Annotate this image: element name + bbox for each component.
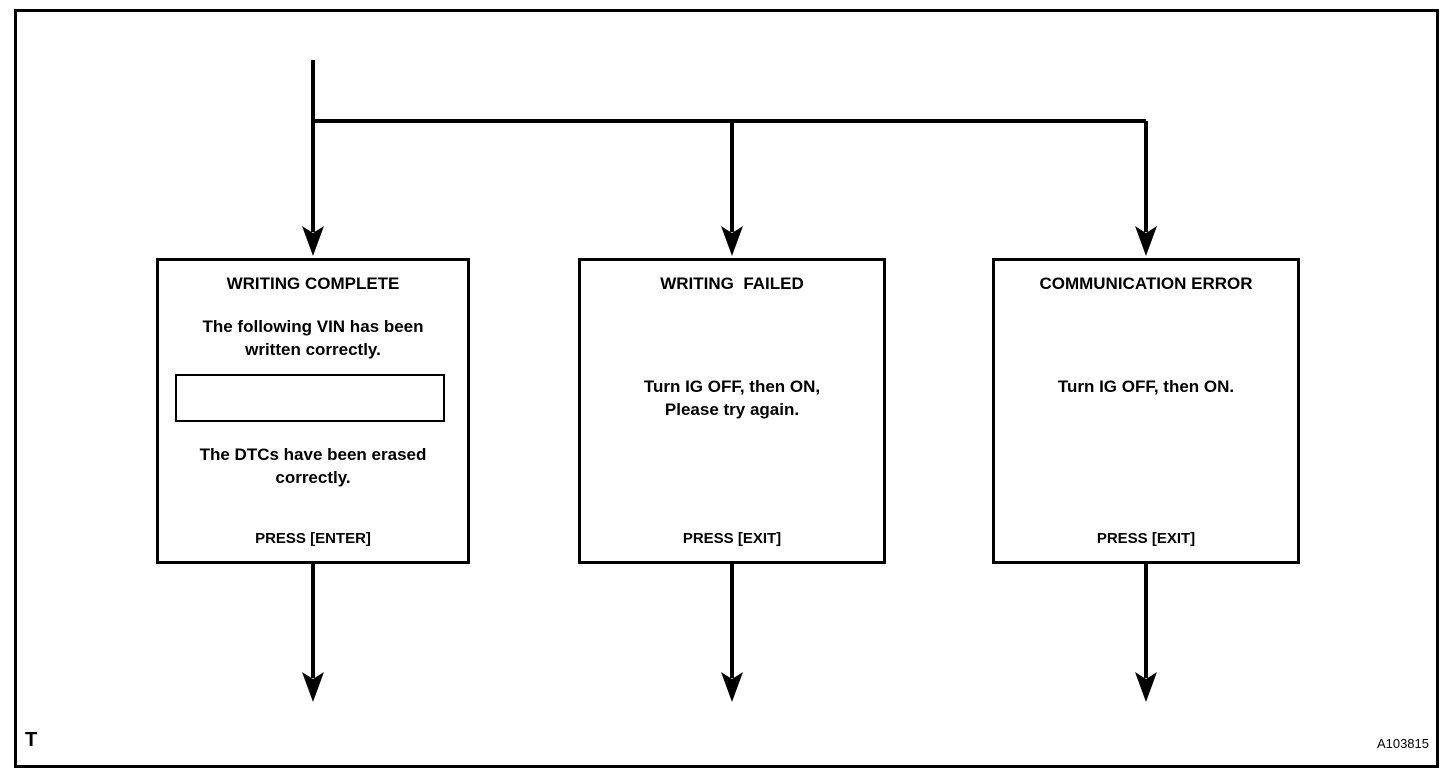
message-line: correctly. — [275, 468, 351, 487]
screen-box-writing-complete: WRITING COMPLETE The following VIN has b… — [156, 258, 470, 564]
box-message: Turn IG OFF, then ON. — [995, 375, 1297, 398]
vin-display-field — [175, 374, 445, 422]
arrowhead-into-writing-failed — [721, 226, 743, 256]
box-message: The DTCs have been erased correctly. — [159, 443, 467, 489]
arrowhead-into-writing-complete — [302, 226, 324, 256]
press-key-label: PRESS [EXIT] — [1096, 530, 1196, 547]
press-key-label: PRESS [EXIT] — [682, 530, 782, 547]
screen-box-writing-failed: WRITING FAILED Turn IG OFF, then ON, Ple… — [578, 258, 886, 564]
figure-border — [14, 9, 1439, 768]
message-line: Please try again. — [664, 400, 800, 419]
message-line: Turn IG OFF, then ON, — [643, 377, 821, 396]
box-title: WRITING FAILED — [660, 274, 804, 293]
box-title: COMMUNICATION ERROR — [1039, 274, 1253, 293]
press-key-label: PRESS [ENTER] — [255, 530, 371, 547]
arrowhead-into-communication-error — [1135, 226, 1157, 256]
screen-box-communication-error: COMMUNICATION ERROR Turn IG OFF, then ON… — [992, 258, 1300, 564]
box-message: Turn IG OFF, then ON, Please try again. — [581, 375, 883, 421]
page-corner-label: T — [25, 729, 38, 751]
message-line: The DTCs have been erased — [199, 445, 427, 464]
arrowhead-exit-writing-failed — [721, 672, 743, 702]
message-line: The following VIN has been — [202, 317, 424, 336]
arrowhead-exit-writing-complete — [302, 672, 324, 702]
arrowhead-exit-communication-error — [1135, 672, 1157, 702]
box-title: WRITING COMPLETE — [226, 274, 400, 293]
message-line: written correctly. — [245, 340, 381, 359]
box-message: The following VIN has been written corre… — [159, 315, 467, 361]
figure-id-code: A103815 — [1376, 736, 1429, 751]
message-line: Turn IG OFF, then ON. — [1057, 377, 1235, 396]
